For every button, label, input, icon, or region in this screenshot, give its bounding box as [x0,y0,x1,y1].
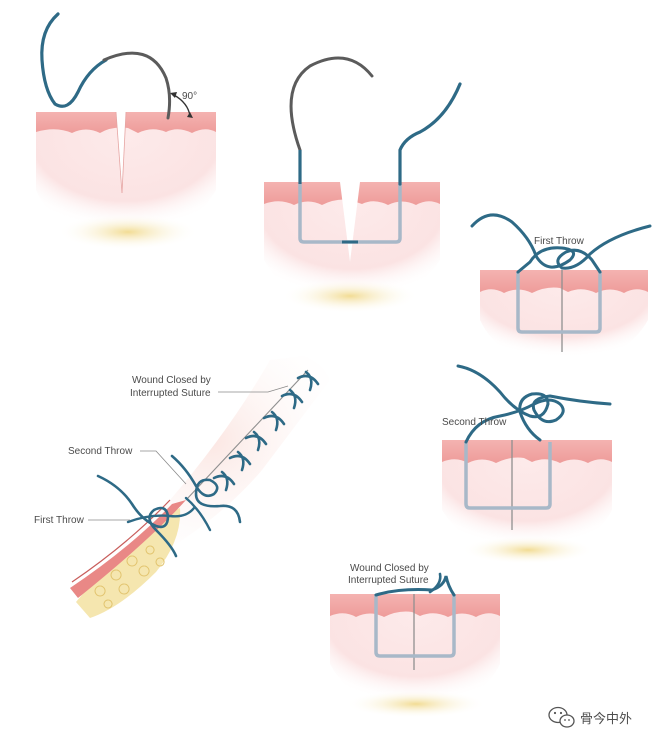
watermark-text: 骨今中外 [580,711,632,727]
fat-globules [94,545,165,609]
overview-first-throw-label: First Throw [34,515,85,526]
epidermis [442,440,612,463]
dermis [442,440,612,552]
epidermis [330,594,500,617]
panel-overview: Wound Closed by Interrupted Suture Secon… [34,356,330,618]
suture-knot [374,575,456,597]
watermark: 骨今中外 [548,706,632,728]
dermis [36,112,216,235]
suture-thread [40,12,108,108]
dermis [480,270,648,362]
epidermis [36,112,216,133]
needle [102,51,172,120]
panel-second-throw: Second Throw [442,364,612,564]
leader-line [140,450,187,485]
arrow-head [170,92,177,98]
closed-incision [185,369,309,501]
second-throw-label: Second Throw [442,417,507,428]
subcutaneous-fat [346,690,486,718]
angle-label: 90° [182,91,197,102]
wound-incision [116,112,126,193]
subsurface-suture [464,442,552,510]
suture-tail [184,496,212,532]
first-throw-label: First Throw [534,236,585,247]
closed-label-line2: Interrupted Suture [348,575,429,586]
subcutaneous-fat [282,279,418,313]
interrupted-sutures [212,370,320,492]
overview-closed-label-line1: Wound Closed by [132,375,211,386]
arrow-head [187,112,193,118]
first-throw-suture [126,506,196,524]
panel-needle-insertion: 90° [36,12,216,250]
wound-incision [340,182,360,262]
panel-needle-through [264,56,462,313]
dermis [330,594,500,708]
suture-thread [556,224,652,274]
second-throw-suture [170,454,242,524]
panel-wound-closed: Wound Closed by Interrupted Suture [330,563,500,718]
suture-thread [470,213,576,274]
wechat-icon [548,706,575,728]
subcutaneous-fat [58,214,198,250]
incision-edge [121,111,127,194]
subsurface-suture [374,594,456,658]
suture-knot [428,572,442,594]
suture-thread [398,82,462,186]
closed-label-line1: Wound Closed by [350,563,429,574]
suture-thread [464,394,612,444]
subcutaneous-fat [462,536,594,564]
leader-line [218,385,289,393]
wound-edge [70,500,186,598]
incision-edge [115,111,123,194]
panel-first-throw: First Throw [470,213,652,362]
needle [289,56,374,152]
epidermis [480,270,648,293]
overview-second-throw-label: Second Throw [68,446,133,457]
skin-surface [64,356,330,596]
overview-closed-label-line2: Interrupted Suture [130,388,211,399]
subsurface-suture [516,272,602,334]
wound-edge [71,499,171,583]
subcutaneous-fat [76,508,181,618]
